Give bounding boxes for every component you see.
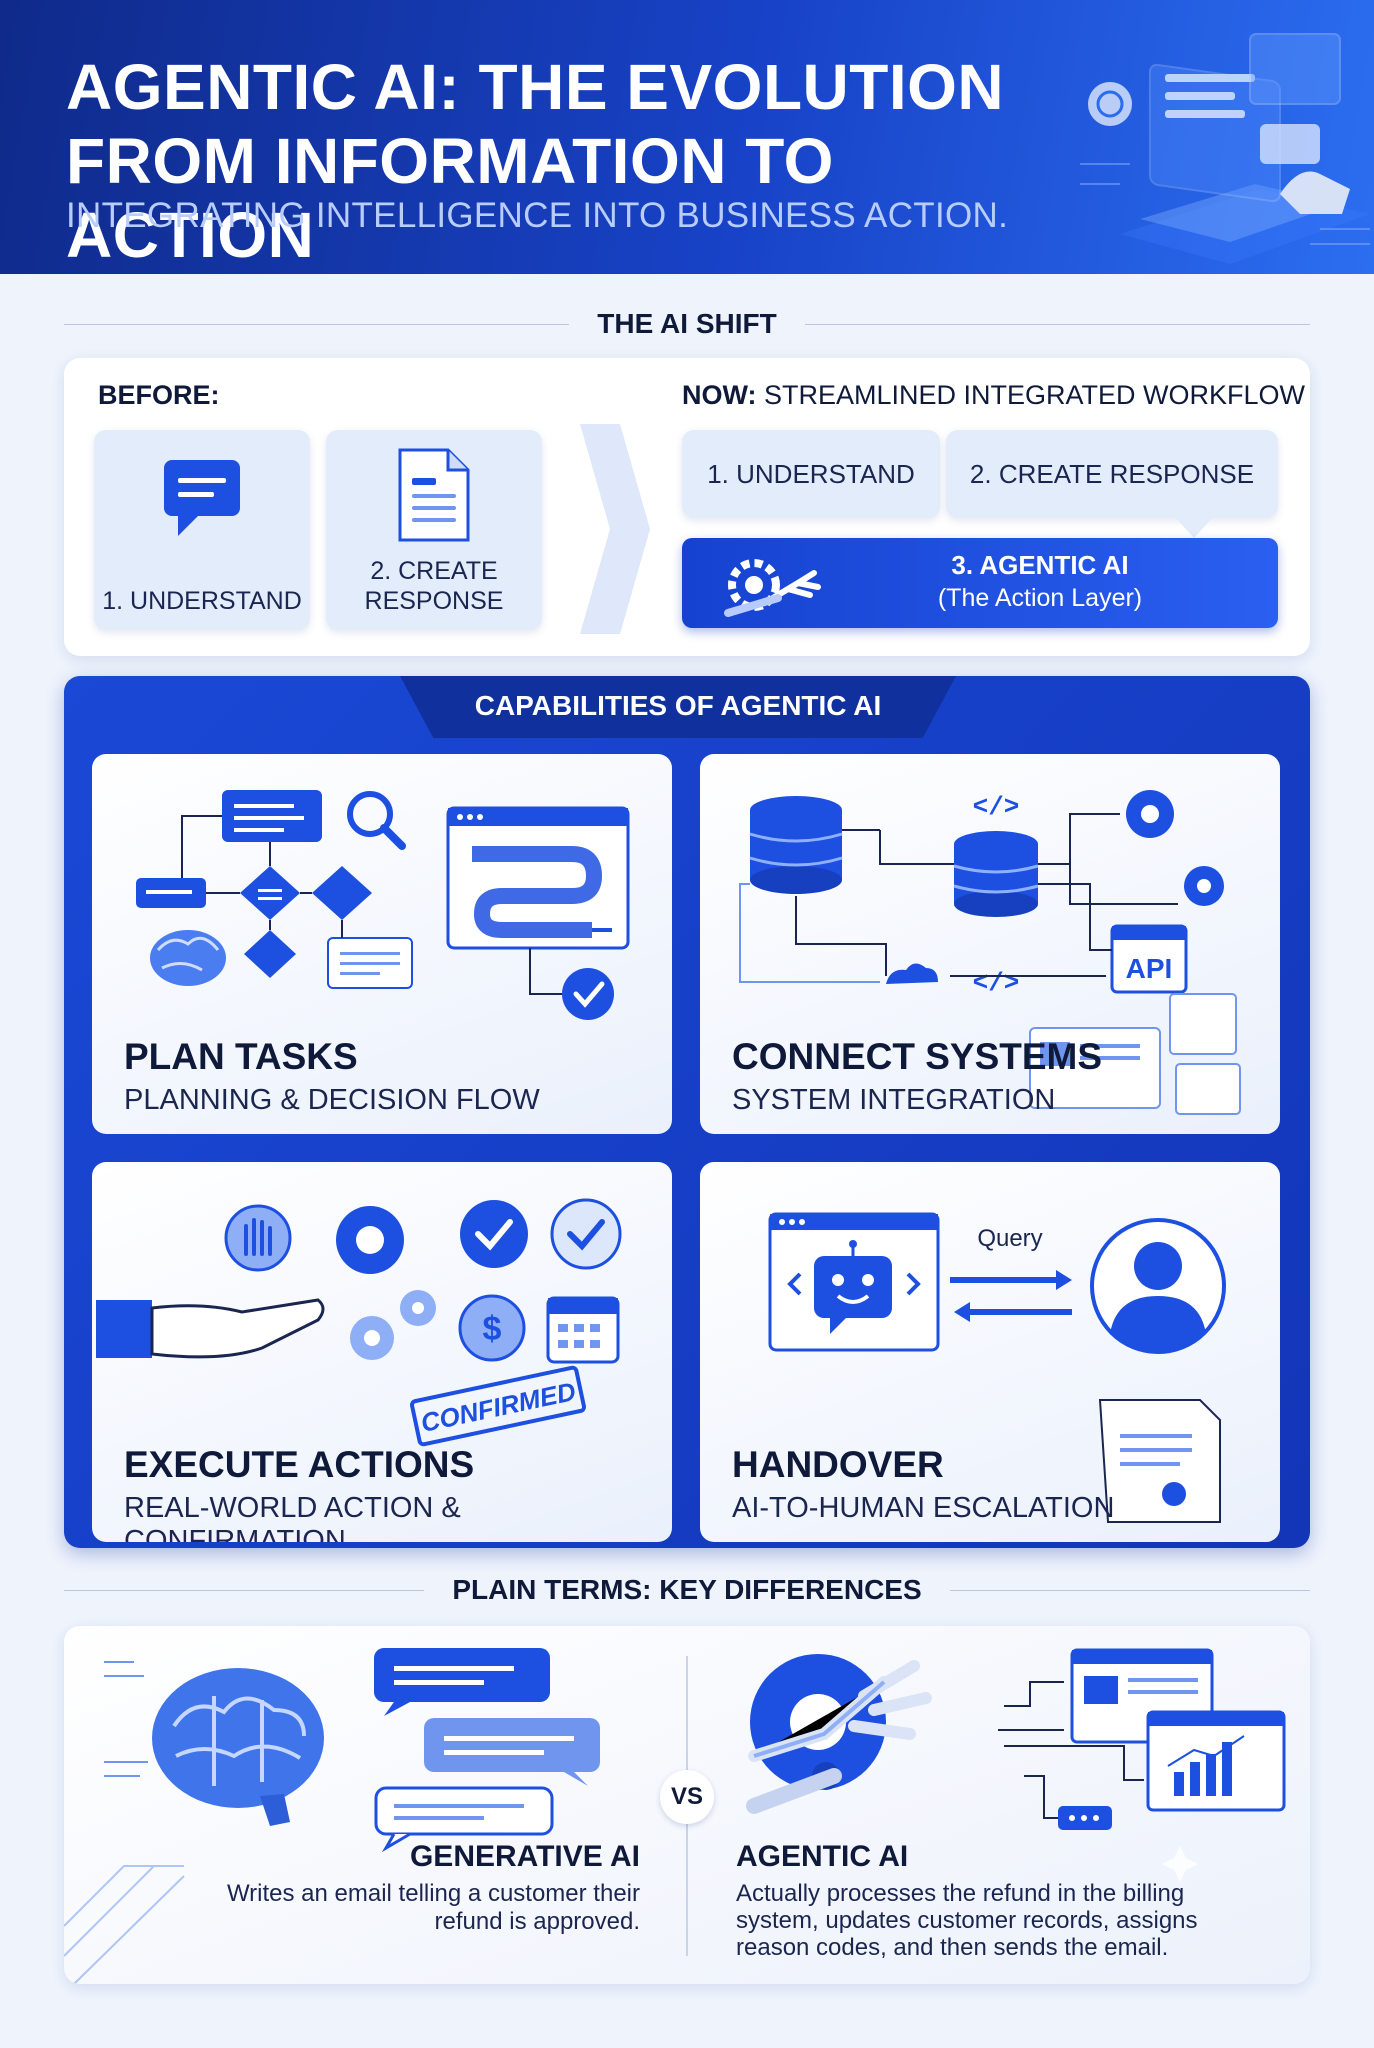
ai-shift-heading: THE AI SHIFT [64,304,1310,344]
capability-plan-tasks: PLAN TASKS PLANNING & DECISION FLOW [92,754,672,1134]
now-label-rest: STREAMLINED INTEGRATED WORKFLOW [764,380,1306,410]
now-step-create-response: 2. CREATE RESPONSE [946,430,1278,518]
divider [64,323,570,325]
robot-hand-gear-icon [724,559,821,617]
capability-subtitle: PLANNING & DECISION FLOW [124,1084,540,1116]
before-label: BEFORE: [98,380,220,410]
agentic-ai-action-layer: 3. AGENTIC AI (The Action Layer) [682,538,1278,628]
now-step-label: 2. CREATE RESPONSE [969,458,1255,489]
svg-text:$: $ [483,1310,502,1348]
divider [64,1589,425,1591]
before-step-label: 2. CREATE RESPONSE [364,557,504,615]
key-differences-heading: PLAIN TERMS: KEY DIFFERENCES [64,1570,1310,1610]
before-step-create-response: 2. CREATE RESPONSE [326,430,542,630]
before-step-label: 1. UNDERSTAND [102,587,302,615]
api-label: API [1126,953,1173,984]
agentic-ai-subtitle: (The Action Layer) [937,584,1143,612]
page-title: AGENTIC AI: THE EVOLUTION FROM INFORMATI… [66,51,1005,271]
transition-arrow-icon [580,424,650,634]
key-differences-card: VS GENERATIVE AI Writes an email telling… [64,1626,1310,1984]
capability-subtitle: AI-TO-HUMAN ESCALATION [732,1492,1115,1524]
ai-shift-card: BEFORE: NOW: STREAMLINED INTEGRATED WORK… [64,358,1310,656]
generative-ai-title: GENERATIVE AI [409,1840,640,1873]
ai-shift-heading-text: THE AI SHIFT [597,308,777,339]
now-label-bold: NOW: [682,380,757,410]
capability-title: EXECUTE ACTIONS [124,1444,475,1485]
vs-badge: VS [660,1770,714,1824]
capabilities-tab [400,676,956,738]
svg-text:</>: </> [973,968,1020,998]
capability-title: CONNECT SYSTEMS [732,1036,1103,1077]
key-differences-heading-text: PLAIN TERMS: KEY DIFFERENCES [452,1574,922,1605]
capability-subtitle: REAL-WORLD ACTION & CONFIRMATION [124,1492,461,1542]
capability-title: HANDOVER [732,1444,944,1485]
svg-text:</>: </> [973,792,1020,822]
handover-illustration: Query [768,1212,1226,1523]
comparison-illustration [64,1648,1286,1984]
chat-bubble-icon [164,460,240,536]
capabilities-panel: CAPABILITIES OF AGENTIC AI [64,676,1310,1548]
capability-title: PLAN TASKS [124,1036,358,1077]
before-step-understand: 1. UNDERSTAND [94,430,310,630]
capability-handover: Query HANDOVER AI-TO-HUMAN ESCALATION [700,1162,1280,1542]
planning-flowchart-illustration [136,790,630,1020]
generative-ai-description: Writes an email telling a customer their… [226,1880,640,1935]
divider [949,1589,1310,1591]
page-subtitle: INTEGRATING INTELLIGENCE INTO BUSINESS A… [66,196,1009,235]
agentic-ai-title: AGENTIC AI [736,1840,909,1873]
capability-subtitle: SYSTEM INTEGRATION [732,1084,1056,1116]
capability-connect-systems: </> </> API CONNECT SYSTEMS SYSTEM INTEG… [700,754,1280,1134]
now-step-understand: 1. UNDERSTAND [682,430,940,518]
header-banner: AGENTIC AI: THE EVOLUTION FROM INFORMATI… [0,0,1374,274]
pointer-triangle-icon [1174,516,1214,538]
capabilities-heading: CAPABILITIES OF AGENTIC AI [474,690,882,721]
document-icon [398,448,470,542]
now-step-label: 1. UNDERSTAND [707,458,915,489]
divider [804,323,1310,325]
capability-execute-actions: $ CONFIRMED EXECUTE ACTIONS REAL-WORLD A… [92,1162,672,1542]
execute-actions-illustration: $ CONFIRMED [96,1198,622,1447]
system-integration-illustration: </> </> API [739,790,1241,1115]
query-label: Query [977,1225,1042,1252]
agentic-ai-description: Actually processes the refund in the bil… [736,1880,1198,1961]
now-label: NOW: STREAMLINED INTEGRATED WORKFLOW [682,380,1305,411]
agentic-ai-title: 3. AGENTIC AI [951,550,1129,580]
hologram-computer-illustration [1080,33,1370,264]
